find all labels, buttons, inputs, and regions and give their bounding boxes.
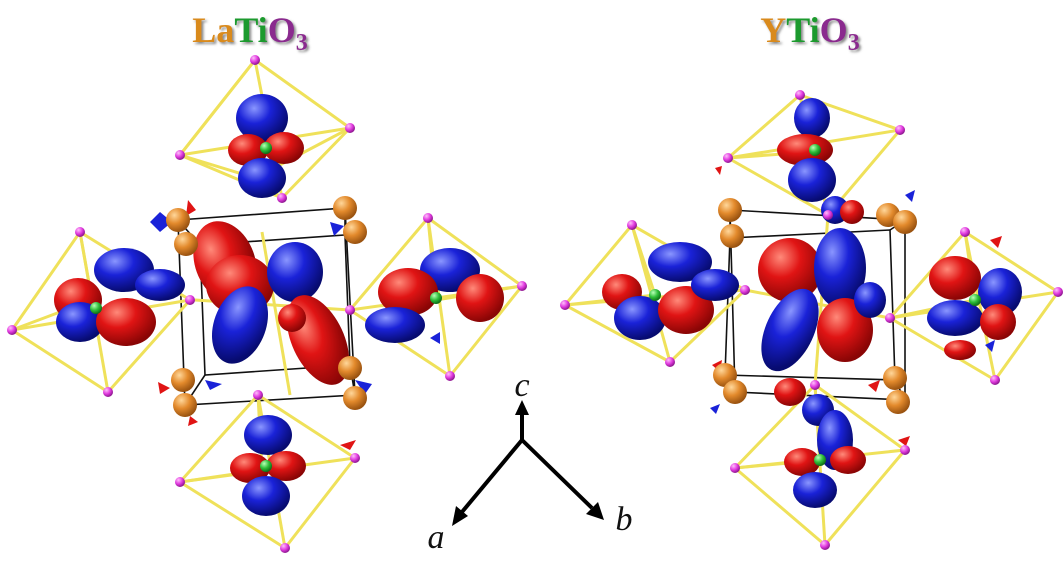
title-lati-o3: LaTiO3 bbox=[192, 10, 307, 56]
a-axis-label: a bbox=[428, 519, 445, 556]
yti-o3-structure bbox=[560, 90, 1063, 550]
formula-part-subscript: 3 bbox=[848, 30, 860, 56]
y-atoms bbox=[713, 198, 917, 414]
orbital-fragments bbox=[710, 166, 1002, 446]
orbital-fragments bbox=[150, 200, 440, 450]
formula-part-o: O bbox=[268, 10, 296, 50]
ti-atoms bbox=[649, 144, 981, 466]
c-axis-label: c bbox=[514, 367, 529, 404]
formula-part-la: La bbox=[192, 10, 234, 50]
formula-part-o: O bbox=[820, 10, 848, 50]
c-axis-arrowhead bbox=[515, 400, 529, 415]
formula-part-y: Y bbox=[760, 10, 786, 50]
b-axis-arrow bbox=[520, 438, 594, 510]
o-atoms bbox=[7, 55, 527, 553]
a-axis-arrow bbox=[460, 438, 524, 514]
formula-part-subscript: 3 bbox=[296, 30, 308, 56]
axes-indicator: c a b bbox=[428, 367, 633, 556]
orbital-lobes bbox=[602, 98, 1022, 508]
title-yti-o3: YTiO3 bbox=[760, 10, 859, 56]
la-atoms bbox=[166, 196, 367, 417]
formula-part-ti: Ti bbox=[234, 10, 267, 50]
b-axis-arrowhead bbox=[586, 502, 604, 520]
b-axis-label: b bbox=[616, 501, 633, 538]
formula-part-ti: Ti bbox=[786, 10, 819, 50]
ti-atoms bbox=[90, 142, 442, 472]
o-atoms bbox=[560, 90, 1063, 550]
lati-o3-structure bbox=[7, 55, 527, 553]
a-axis-arrowhead bbox=[452, 506, 468, 526]
